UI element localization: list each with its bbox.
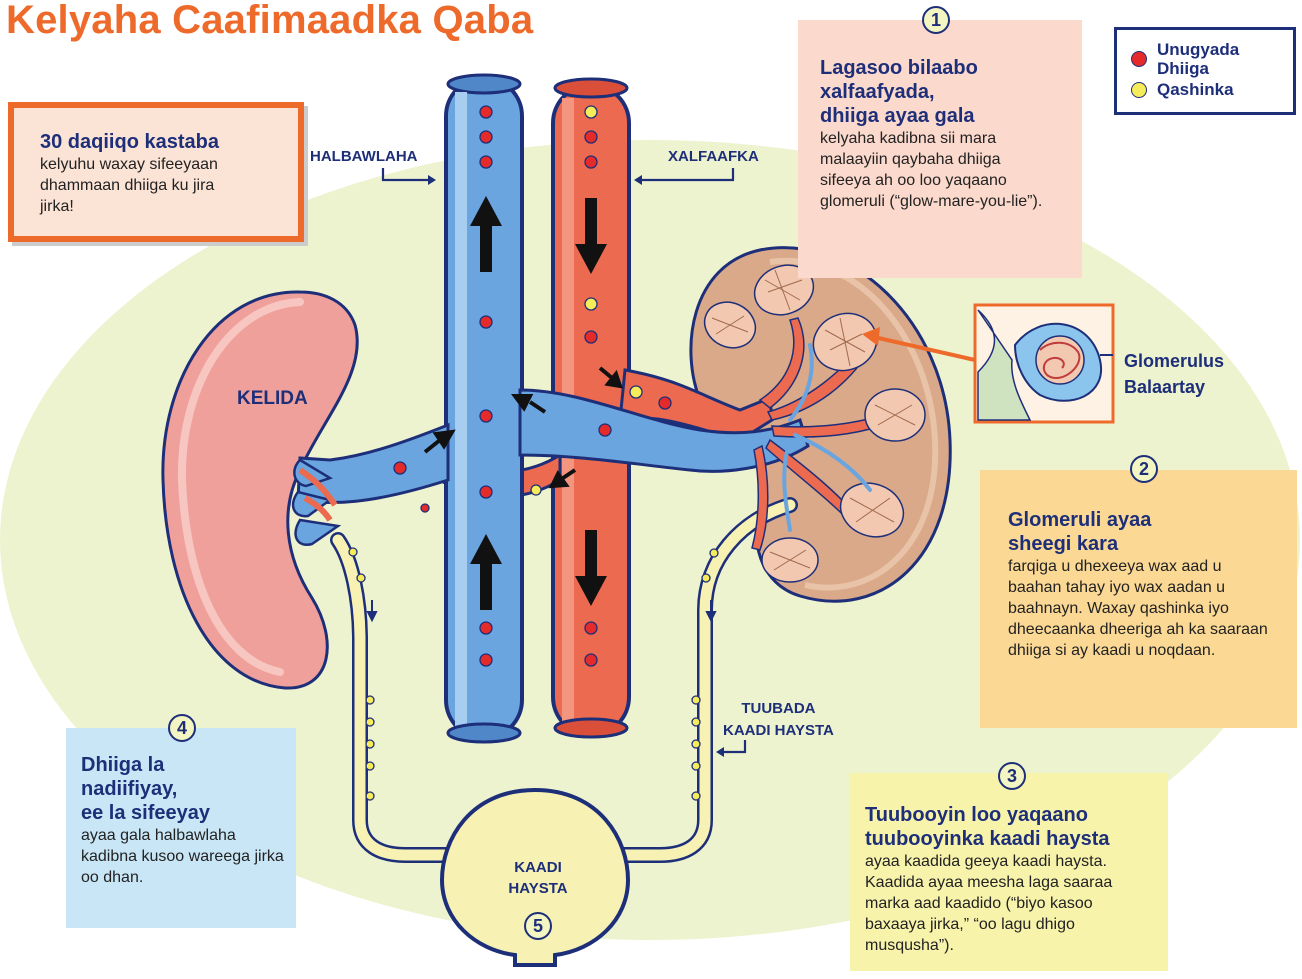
label-kaadi-line2: HAYSTA <box>508 880 567 897</box>
step-1-body: kelyaha kadibna sii mara malaayiin qayba… <box>820 128 1050 212</box>
label-kaadi-haysta: KAADI HAYSTA <box>500 857 576 899</box>
step-2-number: 2 <box>1130 455 1158 483</box>
step-3-number: 3 <box>998 762 1026 790</box>
step-1-heading-line2: xalfaafyada, <box>820 81 935 103</box>
step-5-number: 5 <box>524 912 552 940</box>
step-4-box: Dhiiga la nadiifiyay, ee la sifeeyay aya… <box>66 728 296 928</box>
blood-cell-dot <box>1131 51 1147 67</box>
step-2-body: farqiga u dhexeeya wax aad u baahan taha… <box>1008 556 1270 661</box>
legend-label-blood-cells-line2: Dhiiga <box>1157 59 1209 78</box>
legend-label-waste: Qashinka <box>1157 80 1234 99</box>
info-box-30-body: kelyuhu waxay sifeeyaan dhammaan dhiiga … <box>40 154 245 217</box>
step-1-heading-line3: dhiiga ayaa gala <box>820 105 975 127</box>
label-kelida: KELIDA <box>237 388 308 410</box>
label-tuubada: TUUBADA KAADI HAYSTA <box>723 698 834 742</box>
legend: Unugyada Dhiiga Qashinka <box>1114 27 1296 115</box>
label-glomerulus-line1: Glomerulus <box>1124 351 1224 371</box>
step-1-heading-line1: Lagasoo bilaabo <box>820 57 978 79</box>
waste-dot <box>1131 82 1147 98</box>
step-4-heading-line3: ee la sifeeyay <box>81 802 210 824</box>
step-4-heading-line2: nadiifiyay, <box>81 778 177 800</box>
page-title: Kelyaha Caafimaadka Qaba <box>6 0 533 43</box>
info-box-30-heading: 30 daqiiqo kastaba <box>40 130 298 154</box>
step-3-heading-line1: Tuubooyin loo yaqaano <box>865 804 1088 826</box>
step-2-heading-line2: sheegi kara <box>1008 533 1118 555</box>
step-4-body: ayaa gala halbawlaha kadibna kusoo waree… <box>81 825 291 888</box>
step-2-heading-line1: Glomeruli ayaa <box>1008 509 1151 531</box>
label-tuubada-line2: KAADI HAYSTA <box>723 722 834 739</box>
legend-label-blood-cells: Unugyada <box>1157 40 1239 59</box>
step-3-body: ayaa kaadida geeya kaadi haysta. Kaadida… <box>865 851 1120 956</box>
label-kaadi-line1: KAADI <box>514 859 562 876</box>
info-box-30-minutes: 30 daqiiqo kastaba kelyuhu waxay sifeeya… <box>8 102 304 242</box>
step-4-heading-line1: Dhiiga la <box>81 754 164 776</box>
step-3-heading-line2: tuubooyinka kaadi haysta <box>865 828 1110 850</box>
label-glomerulus: Glomerulus Balaartay <box>1124 348 1224 400</box>
step-1-box: Lagasoo bilaabo xalfaafyada, dhiiga ayaa… <box>798 20 1082 278</box>
label-tuubada-line1: TUUBADA <box>741 700 815 717</box>
step-3-box: Tuubooyin loo yaqaano tuubooyinka kaadi … <box>850 773 1168 971</box>
step-1-number: 1 <box>922 6 950 34</box>
step-4-number: 4 <box>168 714 196 742</box>
label-halbawlaha: HALBAWLAHA <box>310 148 417 165</box>
step-2-box: Glomeruli ayaa sheegi kara farqiga u dhe… <box>980 470 1297 728</box>
label-xalfaafka: XALFAAFKA <box>668 148 759 165</box>
label-glomerulus-line2: Balaartay <box>1124 377 1205 397</box>
